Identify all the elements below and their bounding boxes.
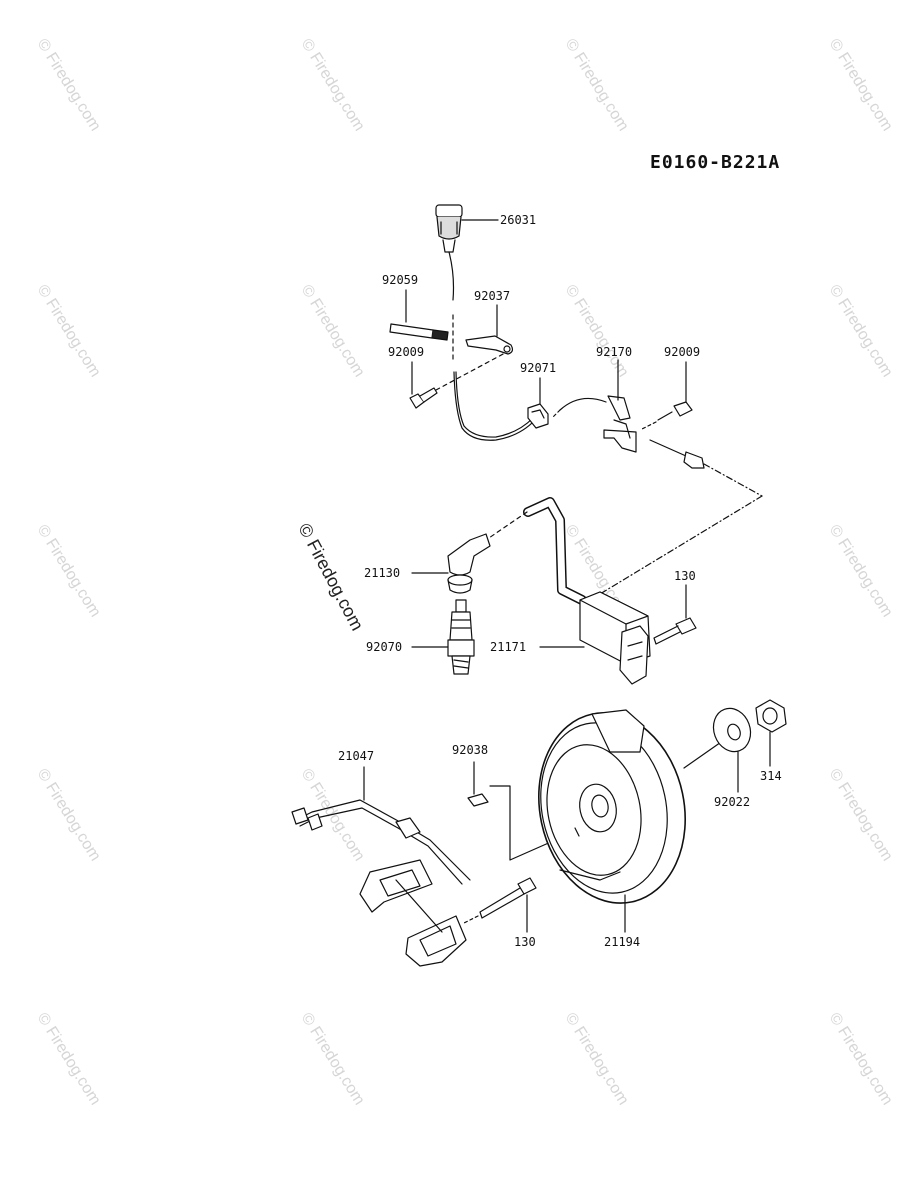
label-92009: 92009: [388, 345, 424, 359]
diagram-code: E0160-B221A: [650, 152, 781, 173]
label-92037: 92037: [474, 289, 510, 303]
part-92070-spark-plug[interactable]: [447, 599, 475, 675]
part-92009-bolt[interactable]: [657, 401, 693, 421]
part-21194-flywheel[interactable]: [522, 699, 703, 917]
part-92037-terminal[interactable]: [465, 335, 514, 355]
label-21047: 21047: [338, 749, 374, 763]
label-26031: 26031: [500, 213, 536, 227]
part-26031-cap[interactable]: [435, 204, 463, 301]
part-21130-plug-cap[interactable]: [447, 533, 491, 594]
label-92022: 92022: [714, 795, 750, 809]
label-92038: 92038: [452, 743, 488, 757]
label-130: 130: [674, 569, 696, 583]
part-130-bolt[interactable]: [653, 617, 697, 645]
label-92009: 92009: [664, 345, 700, 359]
label-92059: 92059: [382, 273, 418, 287]
label-92070: 92070: [366, 640, 402, 654]
label-92071: 92071: [520, 361, 556, 375]
label-21194: 21194: [604, 935, 640, 949]
label-130: 130: [514, 935, 536, 949]
label-314: 314: [760, 769, 782, 783]
part-92170-stop-bracket[interactable]: [603, 395, 637, 453]
part-92059-tube[interactable]: [389, 323, 449, 341]
part-92009-bolt[interactable]: [409, 387, 438, 409]
part-92022-washer[interactable]: [708, 703, 757, 757]
part-92038-key[interactable]: [467, 793, 489, 807]
part-314-nut[interactable]: [755, 699, 787, 733]
label-21171: 21171: [490, 640, 526, 654]
label-92170: 92170: [596, 345, 632, 359]
part-130-bolt[interactable]: [479, 877, 537, 919]
part-21171-ignition-coil[interactable]: [523, 497, 651, 685]
label-21130: 21130: [364, 566, 400, 580]
part-21047-charge-coil[interactable]: [291, 799, 471, 967]
